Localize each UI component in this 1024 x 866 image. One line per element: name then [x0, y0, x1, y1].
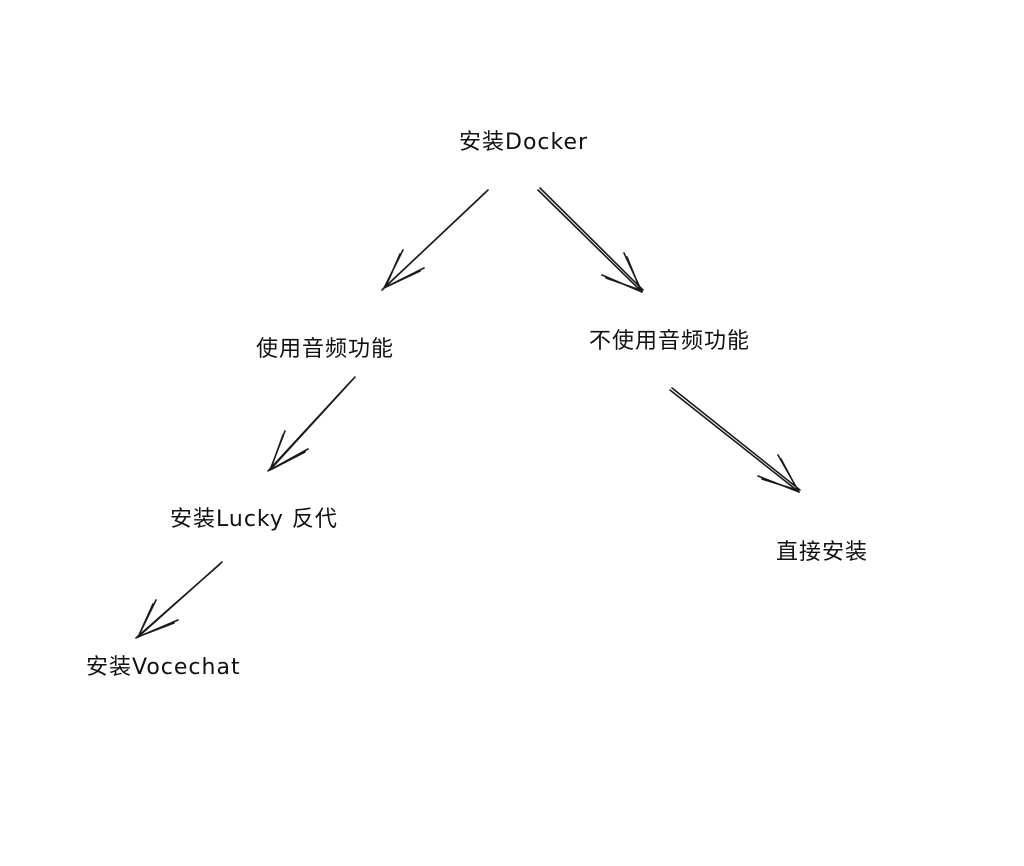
node-use-audio: 使用音频功能: [256, 337, 395, 362]
arrow-docker-to-use-audio: [381, 189, 489, 291]
arrow-docker-to-no-audio: [537, 187, 644, 293]
arrow-no-audio-to-direct: [669, 387, 801, 493]
arrow-lucky-to-vocechat: [135, 561, 223, 639]
node-install-direct: 直接安装: [776, 540, 869, 565]
node-install-docker: 安装Docker: [459, 130, 589, 155]
node-install-lucky: 安装Lucky 反代: [170, 507, 338, 532]
node-install-vocechat: 安装Vocechat: [86, 655, 241, 680]
arrow-use-audio-to-lucky: [267, 376, 356, 472]
node-no-audio: 不使用音频功能: [589, 329, 751, 354]
